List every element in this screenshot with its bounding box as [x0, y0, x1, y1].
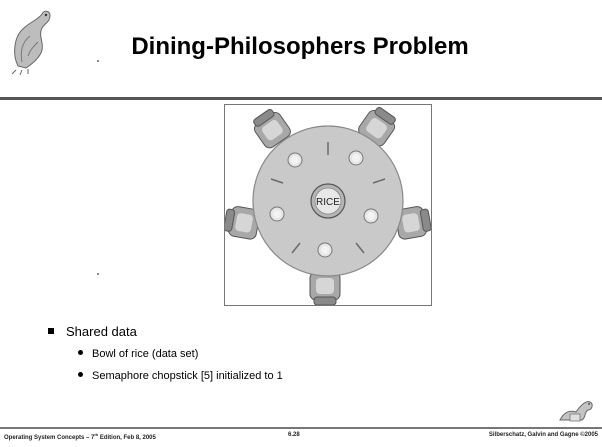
- sub-bullet-item: Semaphore chopstick [5] initialized to 1: [78, 370, 283, 382]
- bullet-item: Shared data: [48, 324, 137, 339]
- footer-book-prefix: Operating System Concepts – 7: [4, 435, 95, 441]
- page-number: 6.28: [288, 432, 300, 438]
- chair-icon: [253, 108, 291, 149]
- page-title: Dining-Philosophers Problem: [131, 33, 469, 60]
- round-bullet-icon: [78, 350, 83, 355]
- dinosaur-footer-icon: [559, 401, 593, 422]
- round-bullet-icon: [78, 372, 83, 377]
- rice-label: RICE: [316, 197, 340, 208]
- dinosaur-logo-icon: [8, 6, 56, 76]
- chair-icon: [309, 271, 341, 306]
- footer-copyright: Silberschatz, Galvin and Gagne ©2005: [488, 432, 598, 438]
- square-bullet-icon: [48, 328, 54, 334]
- dining-philosophers-diagram: RICE: [223, 104, 432, 306]
- stray-dot: [97, 273, 99, 275]
- sub-bullet-item: Bowl of rice (data set): [78, 348, 198, 360]
- footer-book-title: Operating System Concepts – 7th Edition,…: [4, 432, 156, 441]
- table-illustration: RICE: [223, 105, 432, 306]
- sub-bullet-text: Bowl of rice (data set): [92, 348, 199, 360]
- footer-book-suffix: Edition, Feb 8, 2005: [98, 435, 156, 441]
- footer-book-sup: th: [94, 432, 99, 437]
- plates: [269, 150, 379, 258]
- title-divider: [0, 97, 602, 100]
- chopsticks: [270, 142, 386, 254]
- sub-bullet-text: Semaphore chopstick [5] initialized to 1: [92, 370, 283, 382]
- bullet-text: Shared data: [66, 324, 137, 339]
- footer-divider: [0, 427, 602, 429]
- stray-dot: [97, 60, 99, 62]
